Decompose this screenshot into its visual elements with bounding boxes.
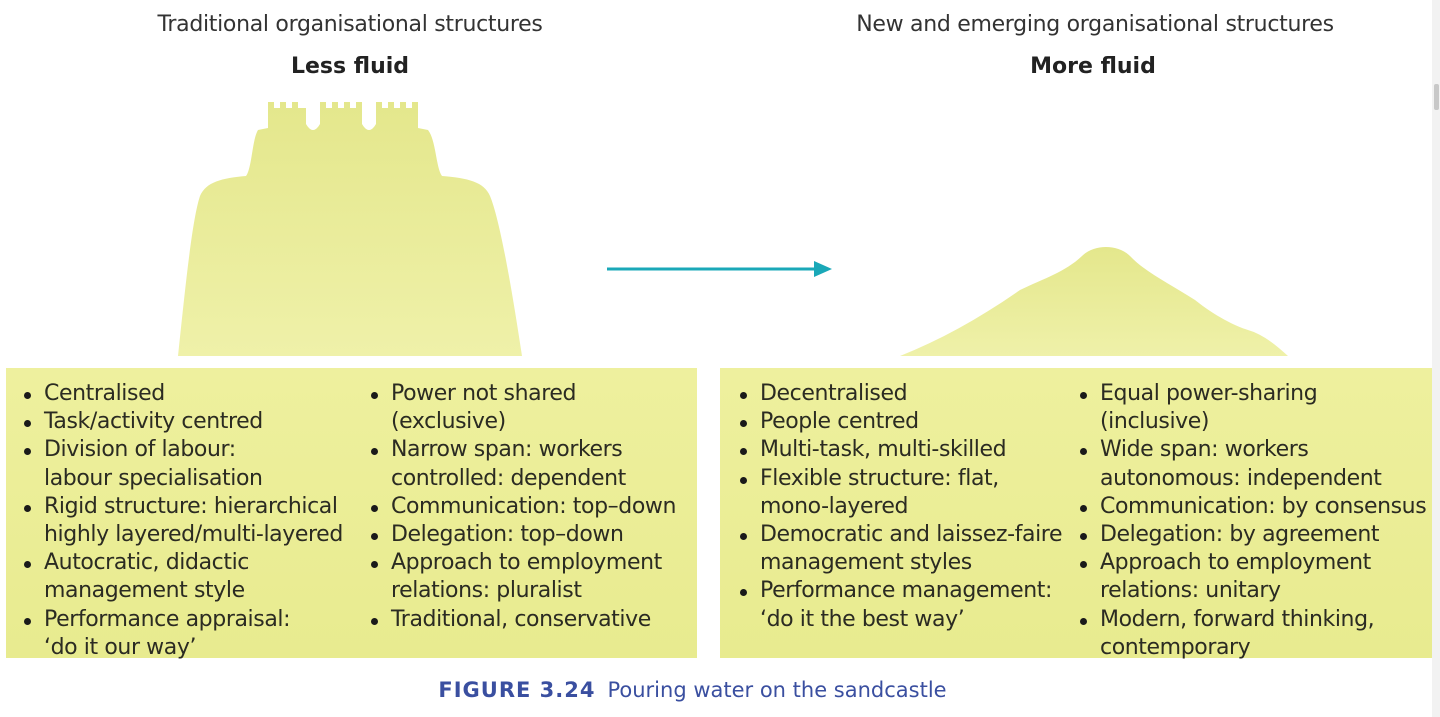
list-item-text: autonomous: independent (1100, 465, 1382, 491)
right-subheading: More fluid (1030, 54, 1156, 79)
list-item-text: Delegation: by agreement (1100, 522, 1380, 548)
list-item-text: Democratic and laissez-faire (760, 522, 1063, 548)
list-item-text: relations: unitary (1100, 578, 1281, 604)
list-item-text: Communication: top–down (391, 493, 677, 519)
list-item: Power not shared (exclusive) (369, 380, 694, 436)
list-item-text: Approach to employment (1100, 550, 1371, 576)
right-heading: New and emerging organisational structur… (856, 12, 1334, 37)
left-heading: Traditional organisational structures (157, 12, 543, 37)
list-item-text: ‘do it our way’ (44, 634, 197, 660)
list-item: Multi-task, multi-skilled (738, 436, 1068, 464)
list-item-text: Delegation: top–down (391, 522, 624, 548)
list-item-text: controlled: dependent (391, 465, 626, 491)
list-item: Delegation: by agreement (1078, 521, 1428, 549)
list-item-text: management style (44, 578, 245, 604)
list-item: Modern, forward thinking,contemporary (1078, 606, 1428, 662)
list-item-text: Modern, forward thinking, (1100, 606, 1375, 632)
list-item-text: People centred (760, 409, 919, 435)
list-item: Communication: by consensus (1078, 493, 1428, 521)
list-item-text: Multi-task, multi-skilled (760, 437, 1007, 463)
list-item-text: Performance management: (760, 578, 1052, 604)
list-item-text: Traditional, conservative (391, 606, 651, 632)
list-item-text: Equal power-sharing (inclusive) (1100, 381, 1318, 435)
list-item: People centred (738, 408, 1068, 436)
figure-title: Pouring water on the sandcastle (607, 678, 947, 702)
transition-arrow-head (814, 261, 832, 277)
vertical-scrollbar[interactable] (1432, 0, 1440, 717)
list-item-text: contemporary (1100, 634, 1251, 660)
left-subheading: Less fluid (290, 54, 410, 79)
list-item-text: Wide span: workers (1100, 437, 1309, 463)
list-item: Communication: top–down (369, 493, 694, 521)
list-item-text: Communication: by consensus (1100, 493, 1427, 519)
list-item-text: Rigid structure: hierarchical (44, 493, 338, 519)
list-item-text: highly layered/multi-layered (44, 522, 343, 548)
list-item-text: Power not shared (exclusive) (391, 381, 577, 435)
list-item-text: Decentralised (760, 381, 908, 406)
list-item-text: Narrow span: workers (391, 437, 623, 463)
list-item-text: Flexible structure: flat, (760, 465, 999, 491)
traditional-list-column-2: Power not shared (exclusive)Narrow span:… (369, 380, 694, 634)
list-item-text: ‘do it the best way’ (760, 606, 965, 632)
sandcastle-shape (178, 102, 522, 356)
list-item: Division of labour:labour specialisation (22, 436, 352, 492)
emerging-list-column-2: Equal power-sharing (inclusive)Wide span… (1078, 380, 1428, 662)
list-item: Performance management:‘do it the best w… (738, 577, 1068, 633)
list-item-text: Approach to employment (391, 550, 662, 576)
list-item-text: Autocratic, didactic (44, 550, 249, 576)
list-item-text: mono-layered (760, 493, 909, 519)
list-item: Traditional, conservative (369, 606, 694, 634)
list-item: Equal power-sharing (inclusive) (1078, 380, 1428, 436)
diagram-shapes (178, 102, 1288, 356)
list-item-text: Task/activity centred (44, 409, 263, 435)
figure-caption: FIGURE 3.24 Pouring water on the sandcast… (0, 678, 1385, 702)
list-item: Rigid structure: hierarchical highly laye… (22, 493, 352, 549)
list-item-text: management styles (760, 550, 972, 576)
list-item: Flexible structure: flat,mono-layered (738, 465, 1068, 521)
list-item: Decentralised (738, 380, 1068, 408)
list-item-text: Performance appraisal: (44, 606, 291, 632)
scrollbar-thumb[interactable] (1434, 84, 1439, 110)
list-item: Centralised (22, 380, 352, 408)
list-item-text: labour specialisation (44, 465, 263, 491)
list-item: Delegation: top–down (369, 521, 694, 549)
list-item: Performance appraisal:‘do it our way’ (22, 606, 352, 662)
list-item-text: Division of labour: (44, 437, 236, 463)
eroded-sandcastle-shape (900, 247, 1288, 356)
list-item: Task/activity centred (22, 408, 352, 436)
list-item-text: relations: pluralist (391, 578, 582, 604)
figure-number: FIGURE 3.24 (438, 678, 596, 702)
list-item-text: Centralised (44, 381, 165, 406)
